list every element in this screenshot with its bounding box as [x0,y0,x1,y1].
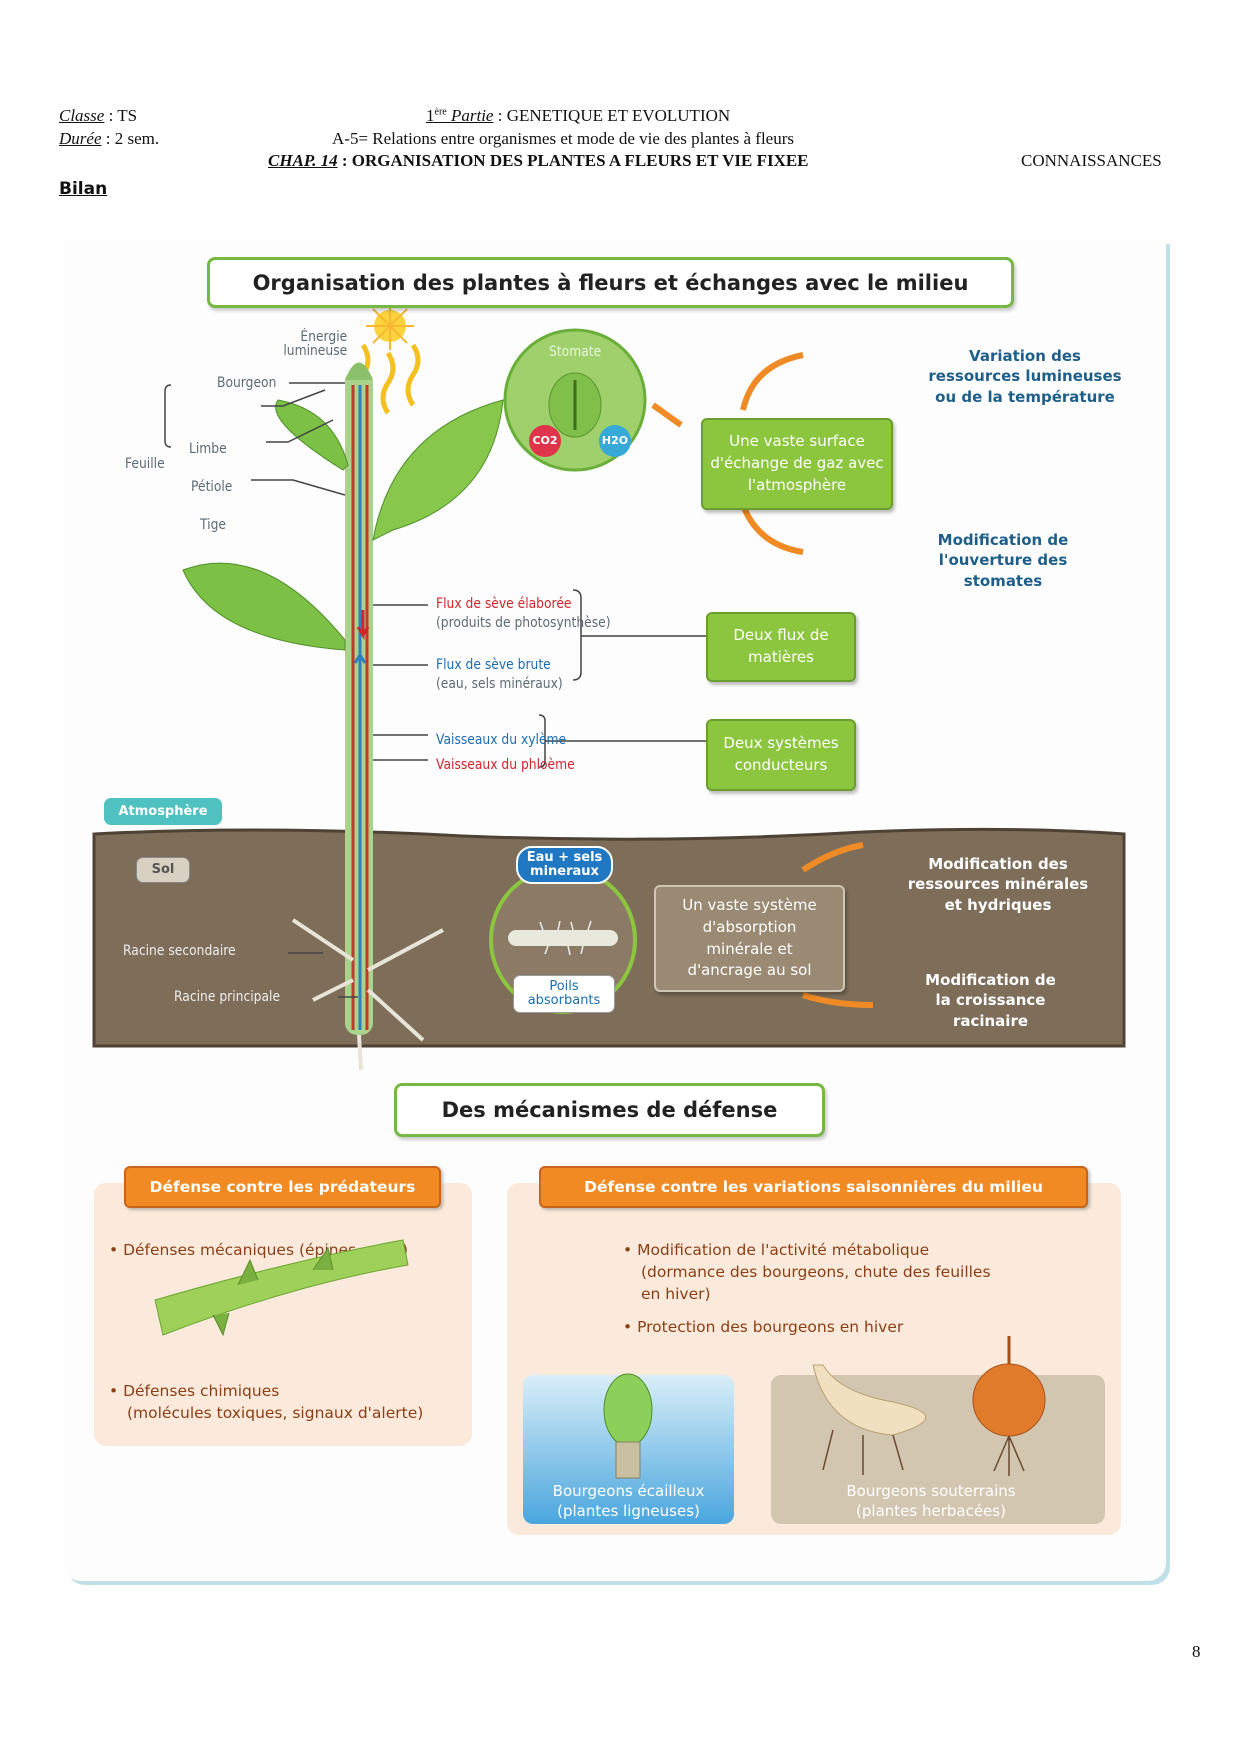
duree-label: Durée [59,129,102,148]
text-modification-racinaire: Modification de la croissance racinaire [925,971,1056,1030]
box-deux-systemes: Deux systèmes conducteurs [706,719,856,791]
figure-illustration [92,302,1126,1273]
bullet-defenses-mecaniques: • Défenses mécaniques (épines, poils) [109,1241,409,1259]
text-plantes-ligneuses: (plantes ligneuses) [557,1502,700,1521]
label-racine-principale: Racine principale [174,989,281,1005]
text-dormance: (dormance des bourgeons, chute des feuil… [641,1263,991,1281]
bullet-defenses-chimiques: • Défenses chimiques [109,1382,280,1400]
subtitle: A-5= Relations entre organismes et mode … [332,129,795,148]
text-en-hiver: en hiver) [641,1285,711,1303]
co2-badge: CO2 [529,425,561,457]
label-flux-brute: Flux de sève brute [436,657,551,673]
figure-title: Organisation des plantes à fleurs et éch… [207,257,1014,308]
sol-badge: Sol [136,857,190,883]
classe-value: : TS [104,106,138,125]
header-saisons: Défense contre les variations saisonnièr… [539,1166,1088,1208]
label-tige: Tige [200,517,226,533]
label-flux-elaboree-detail: (produits de photosynthèse) [436,615,611,631]
label-energie: Énergie lumineuse [283,329,348,359]
duree-value: : 2 sem. [101,129,160,148]
bud [345,362,373,380]
connector-lines [164,382,706,998]
down-arrow-icon [356,610,370,641]
roots [291,918,444,1071]
partie-line: 1ère Partie : GENETIQUE ET EVOLUTION [426,106,730,126]
h2o-badge: H2O [599,425,631,457]
classe-line: Classe : TS [59,106,137,126]
label-bourgeons-souterrains: Bourgeons souterrains (plantes herbacées) [771,1481,1091,1522]
page-number: 8 [1192,1642,1201,1661]
partie-sup: ère [434,106,447,118]
poils-badge: Poils absorbants [513,975,615,1013]
eau-sels-badge: Eau + sels mineraux [516,846,613,884]
box-deux-flux: Deux flux de matières [706,612,856,682]
chapter-title: : ORGANISATION DES PLANTES A FLEURS ET V… [337,151,809,170]
leaf [182,562,346,651]
partie-number: 1 [426,106,435,125]
text-bourgeons-ecailleux: Bourgeons écailleux [552,1482,705,1500]
atmosphere-badge: Atmosphère [104,798,222,825]
figure-panel: Organisation des plantes à fleurs et éch… [63,240,1166,1581]
text-modification-stomates: Modification de l'ouverture des stomates [937,531,1069,590]
partie-value: : GENETIQUE ET EVOLUTION [493,106,731,125]
label-bourgeons-ecailleux: Bourgeons écailleux (plantes ligneuses) [523,1481,734,1522]
label-flux-brute-detail: (eau, sels minéraux) [436,676,563,692]
category-label: CONNAISSANCES [1021,151,1162,170]
header-predateurs: Défense contre les prédateurs [124,1166,441,1208]
label-stomate: Stomate [549,344,602,360]
bullet-protection-bourgeons: • Protection des bourgeons en hiver [623,1318,904,1336]
section-title: Bilan [59,179,108,199]
text-bourgeons-souterrains: Bourgeons souterrains [846,1482,1016,1500]
label-limbe: Limbe [189,441,227,457]
text-defenses-chimiques: Défenses chimiques [123,1382,280,1400]
text-defenses-mecaniques: Défenses mécaniques (épines, poils) [123,1241,409,1259]
text-variation-lumiere: Variation des ressources lumineuses ou d… [928,347,1122,406]
up-arrow-icon [353,649,367,680]
chapter-label: CHAP. 14 [268,151,338,170]
label-bourgeon: Bourgeon [217,375,277,391]
classe-label: Classe [59,106,105,125]
text-plantes-herbacees: (plantes herbacées) [856,1502,1006,1521]
text-activite-metabolique: Modification de l'activité métabolique [637,1241,930,1259]
label-phloeme: Vaisseaux du phloème [436,757,575,773]
chapter-line: CHAP. 14 : ORGANISATION DES PLANTES A FL… [268,151,809,171]
label-racine-secondaire: Racine secondaire [123,943,236,959]
duree-line: Durée : 2 sem. [59,129,159,149]
box-absorption: Un vaste système d'absorption minérale e… [654,885,845,992]
label-petiole: Pétiole [191,479,233,495]
defense-title: Des mécanismes de défense [394,1083,825,1137]
text-defenses-chimiques-detail: (molécules toxiques, signaux d'alerte) [127,1404,424,1422]
label-flux-elaboree: Flux de sève élaborée [436,596,572,612]
partie-label: Partie [450,106,494,125]
leaf [275,399,349,471]
label-feuille: Feuille [125,456,165,472]
box-surface-echange: Une vaste surface d'échange de gaz avec … [701,418,893,510]
bullet-activite-metabolique: • Modification de l'activité métabolique [623,1241,930,1259]
plant-stem [345,362,373,1035]
label-xyleme: Vaisseaux du xylème [436,732,567,748]
leaf [372,399,504,541]
text-modification-mineral: Modification des ressources minérales et… [907,855,1089,914]
text-protection-bourgeons: Protection des bourgeons en hiver [637,1318,904,1336]
